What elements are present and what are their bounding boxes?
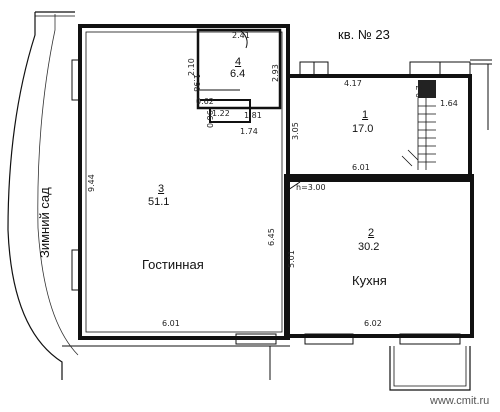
room-2-name: Кухня — [352, 273, 387, 288]
dim-0-62: 0.62 — [196, 97, 214, 106]
room-1-number: 1 — [362, 109, 369, 121]
dim-6-45: 6.45 — [267, 228, 276, 246]
dim-2-41: 2.41 — [232, 31, 250, 40]
winter-garden-boundary — [7, 12, 63, 380]
winter-garden-inner — [37, 14, 79, 356]
room-4-walls — [196, 28, 282, 110]
dim-1-22: 1.22 — [212, 109, 230, 118]
room-2-number: 2 — [368, 227, 375, 239]
stairwell-fill — [418, 80, 436, 98]
room-4-number: 4 — [235, 56, 242, 68]
dim-1-64: 1.64 — [440, 99, 458, 108]
dim-3-05: 3.05 — [291, 122, 300, 140]
room-3-name: Гостинная — [142, 257, 204, 272]
winter-garden-label: Зимний сад — [37, 187, 52, 258]
room-3-area: 51.1 — [148, 196, 170, 208]
dim-0-7: 0.7 — [415, 85, 424, 98]
dim-6-01-top: 6.01 — [352, 163, 370, 172]
dim-1-98: 1.98 — [192, 74, 201, 92]
apartment-label: кв. № 23 — [338, 27, 390, 42]
room-3-number: 3 — [158, 183, 165, 195]
living-room-walls — [78, 24, 290, 340]
dim-h-3-00: h=3.00 — [296, 183, 326, 192]
dim-2-93: 2.93 — [271, 64, 280, 82]
room-1-area: 17.0 — [352, 123, 374, 135]
dim-1-81: 1.81 — [244, 111, 262, 120]
room-4-area: 6.4 — [230, 68, 246, 80]
room-2-walls — [284, 174, 474, 338]
dim-4-17: 4.17 — [344, 79, 362, 88]
room-2-area: 30.2 — [358, 241, 380, 253]
dim-6-02: 6.02 — [364, 319, 382, 328]
dim-9-44: 9.44 — [87, 174, 96, 192]
dim-6-01-bottom: 6.01 — [162, 319, 180, 328]
room-1-walls — [286, 74, 472, 182]
watermark: www.cmit.ru — [430, 395, 490, 407]
dim-1-74: 1.74 — [240, 127, 258, 136]
dim-5-01: 5.01 — [287, 250, 296, 268]
